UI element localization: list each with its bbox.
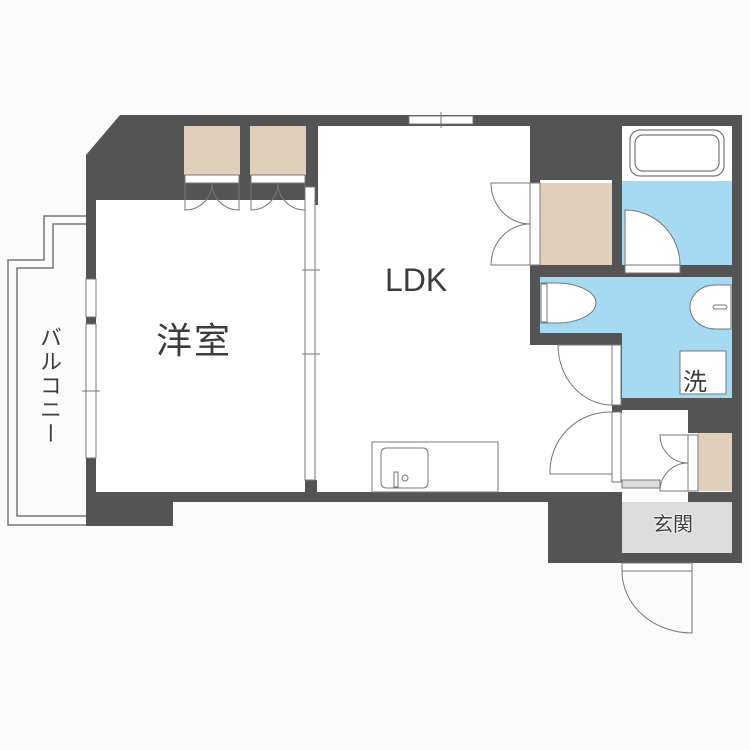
room-label-western: 洋室 [156,321,233,362]
toilet [540,282,597,324]
bathroom-door [624,209,681,266]
kitchen-counter [371,441,499,493]
bathroom-door-frame [624,264,681,274]
sink-drain-icon [401,474,409,482]
genkan-floor [622,502,732,553]
step [621,479,661,489]
kitchen-sink [380,447,429,489]
closet-doors [184,174,699,492]
closet-entrance [698,433,732,491]
closet-2 [250,126,306,175]
sink-faucet-icon [393,471,399,488]
bathtub-inner [634,134,720,172]
room-label-balcony: バルコニー [36,326,61,446]
western-room-floor [96,200,305,492]
entrance-door [621,570,693,634]
bathtub-outer [629,129,725,177]
room-label-washing: 洗 [683,368,707,396]
room-label-ldk: LDK [385,262,448,298]
bathtub-area [622,126,732,181]
toilet-tank [540,283,548,323]
ldk-floor [318,126,530,492]
entrance-door-frame [621,562,693,572]
balcony-outline [7,215,86,526]
room-label-genkan: 玄関 [653,512,693,536]
wash-basin [689,284,732,330]
hall-floor [530,345,612,492]
windows [82,112,474,481]
closet-ldk [540,183,612,265]
washing-machine-box [679,350,727,395]
faucet-icon [712,304,728,310]
closet-1 [184,126,240,175]
hall-doors [549,344,622,483]
hall-floor-2 [622,410,688,492]
